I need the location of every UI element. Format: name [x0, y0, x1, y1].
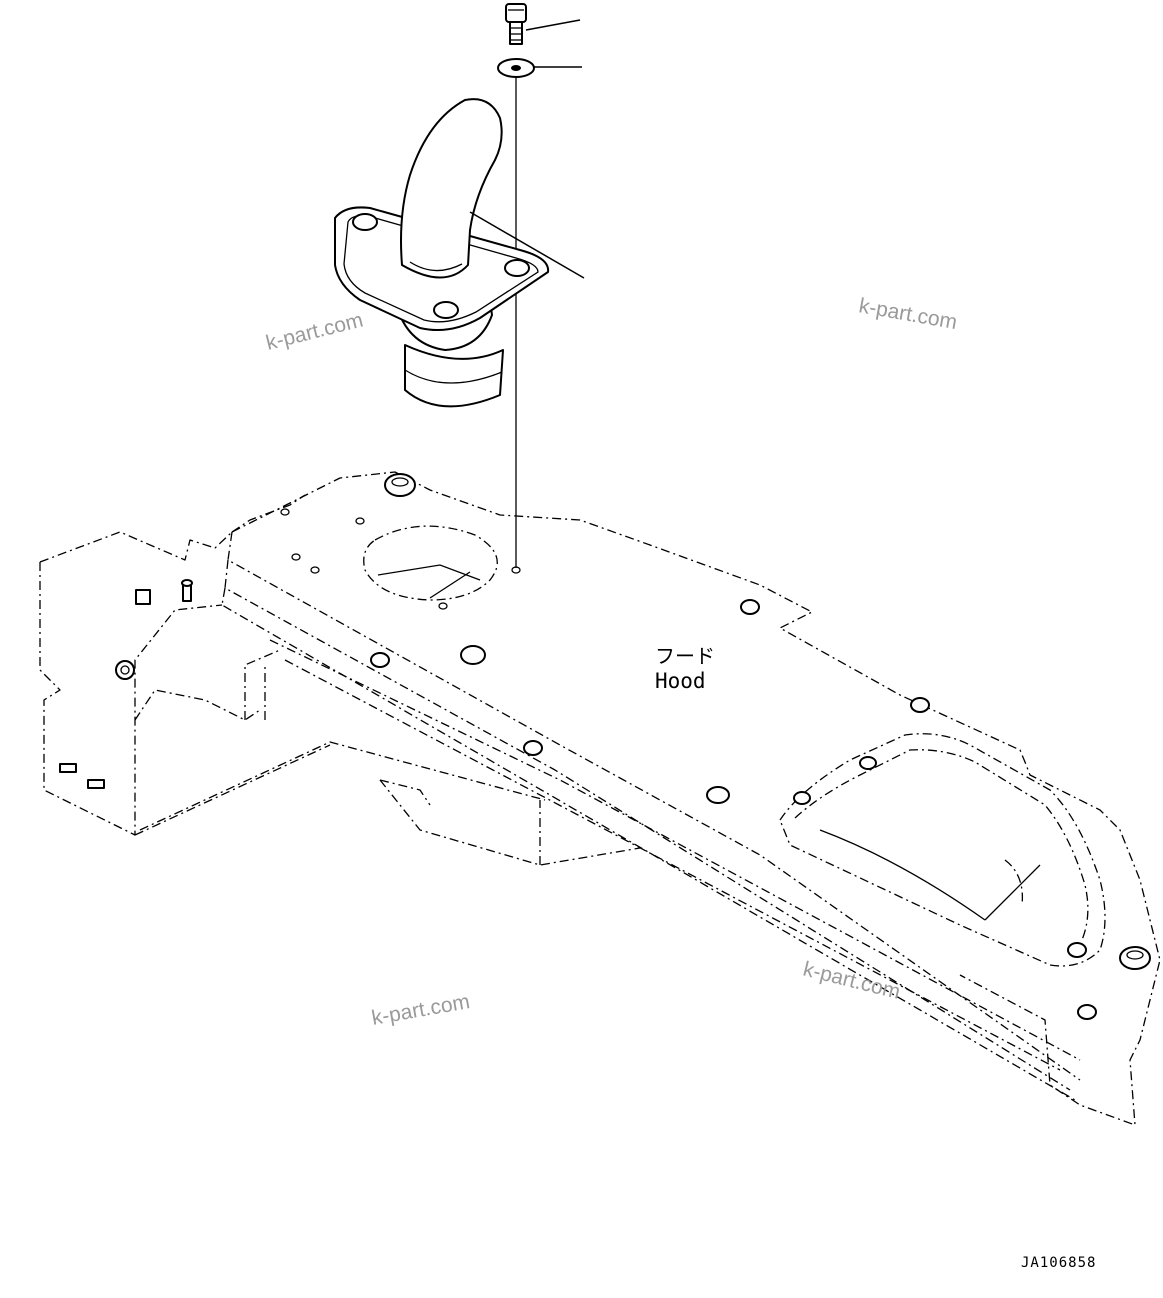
hood-label-jp: フード — [655, 644, 715, 668]
hood-assembly — [39, 471, 1161, 1126]
bolt-leader-line — [525, 19, 581, 31]
hood-fasteners — [59, 473, 1151, 1020]
pipe-leader-line — [469, 211, 585, 279]
watermark: k-part.com — [264, 309, 366, 355]
drawing-code: JA106858 — [1021, 1255, 1096, 1271]
hood-label-en: Hood — [655, 669, 706, 693]
bolt[interactable] — [505, 3, 527, 45]
watermark: k-part.com — [857, 294, 959, 334]
exhaust-pipe[interactable] — [334, 98, 550, 408]
watermark: k-part.com — [370, 990, 472, 1030]
watermark: k-part.com — [801, 958, 903, 1004]
washer[interactable] — [497, 58, 535, 78]
